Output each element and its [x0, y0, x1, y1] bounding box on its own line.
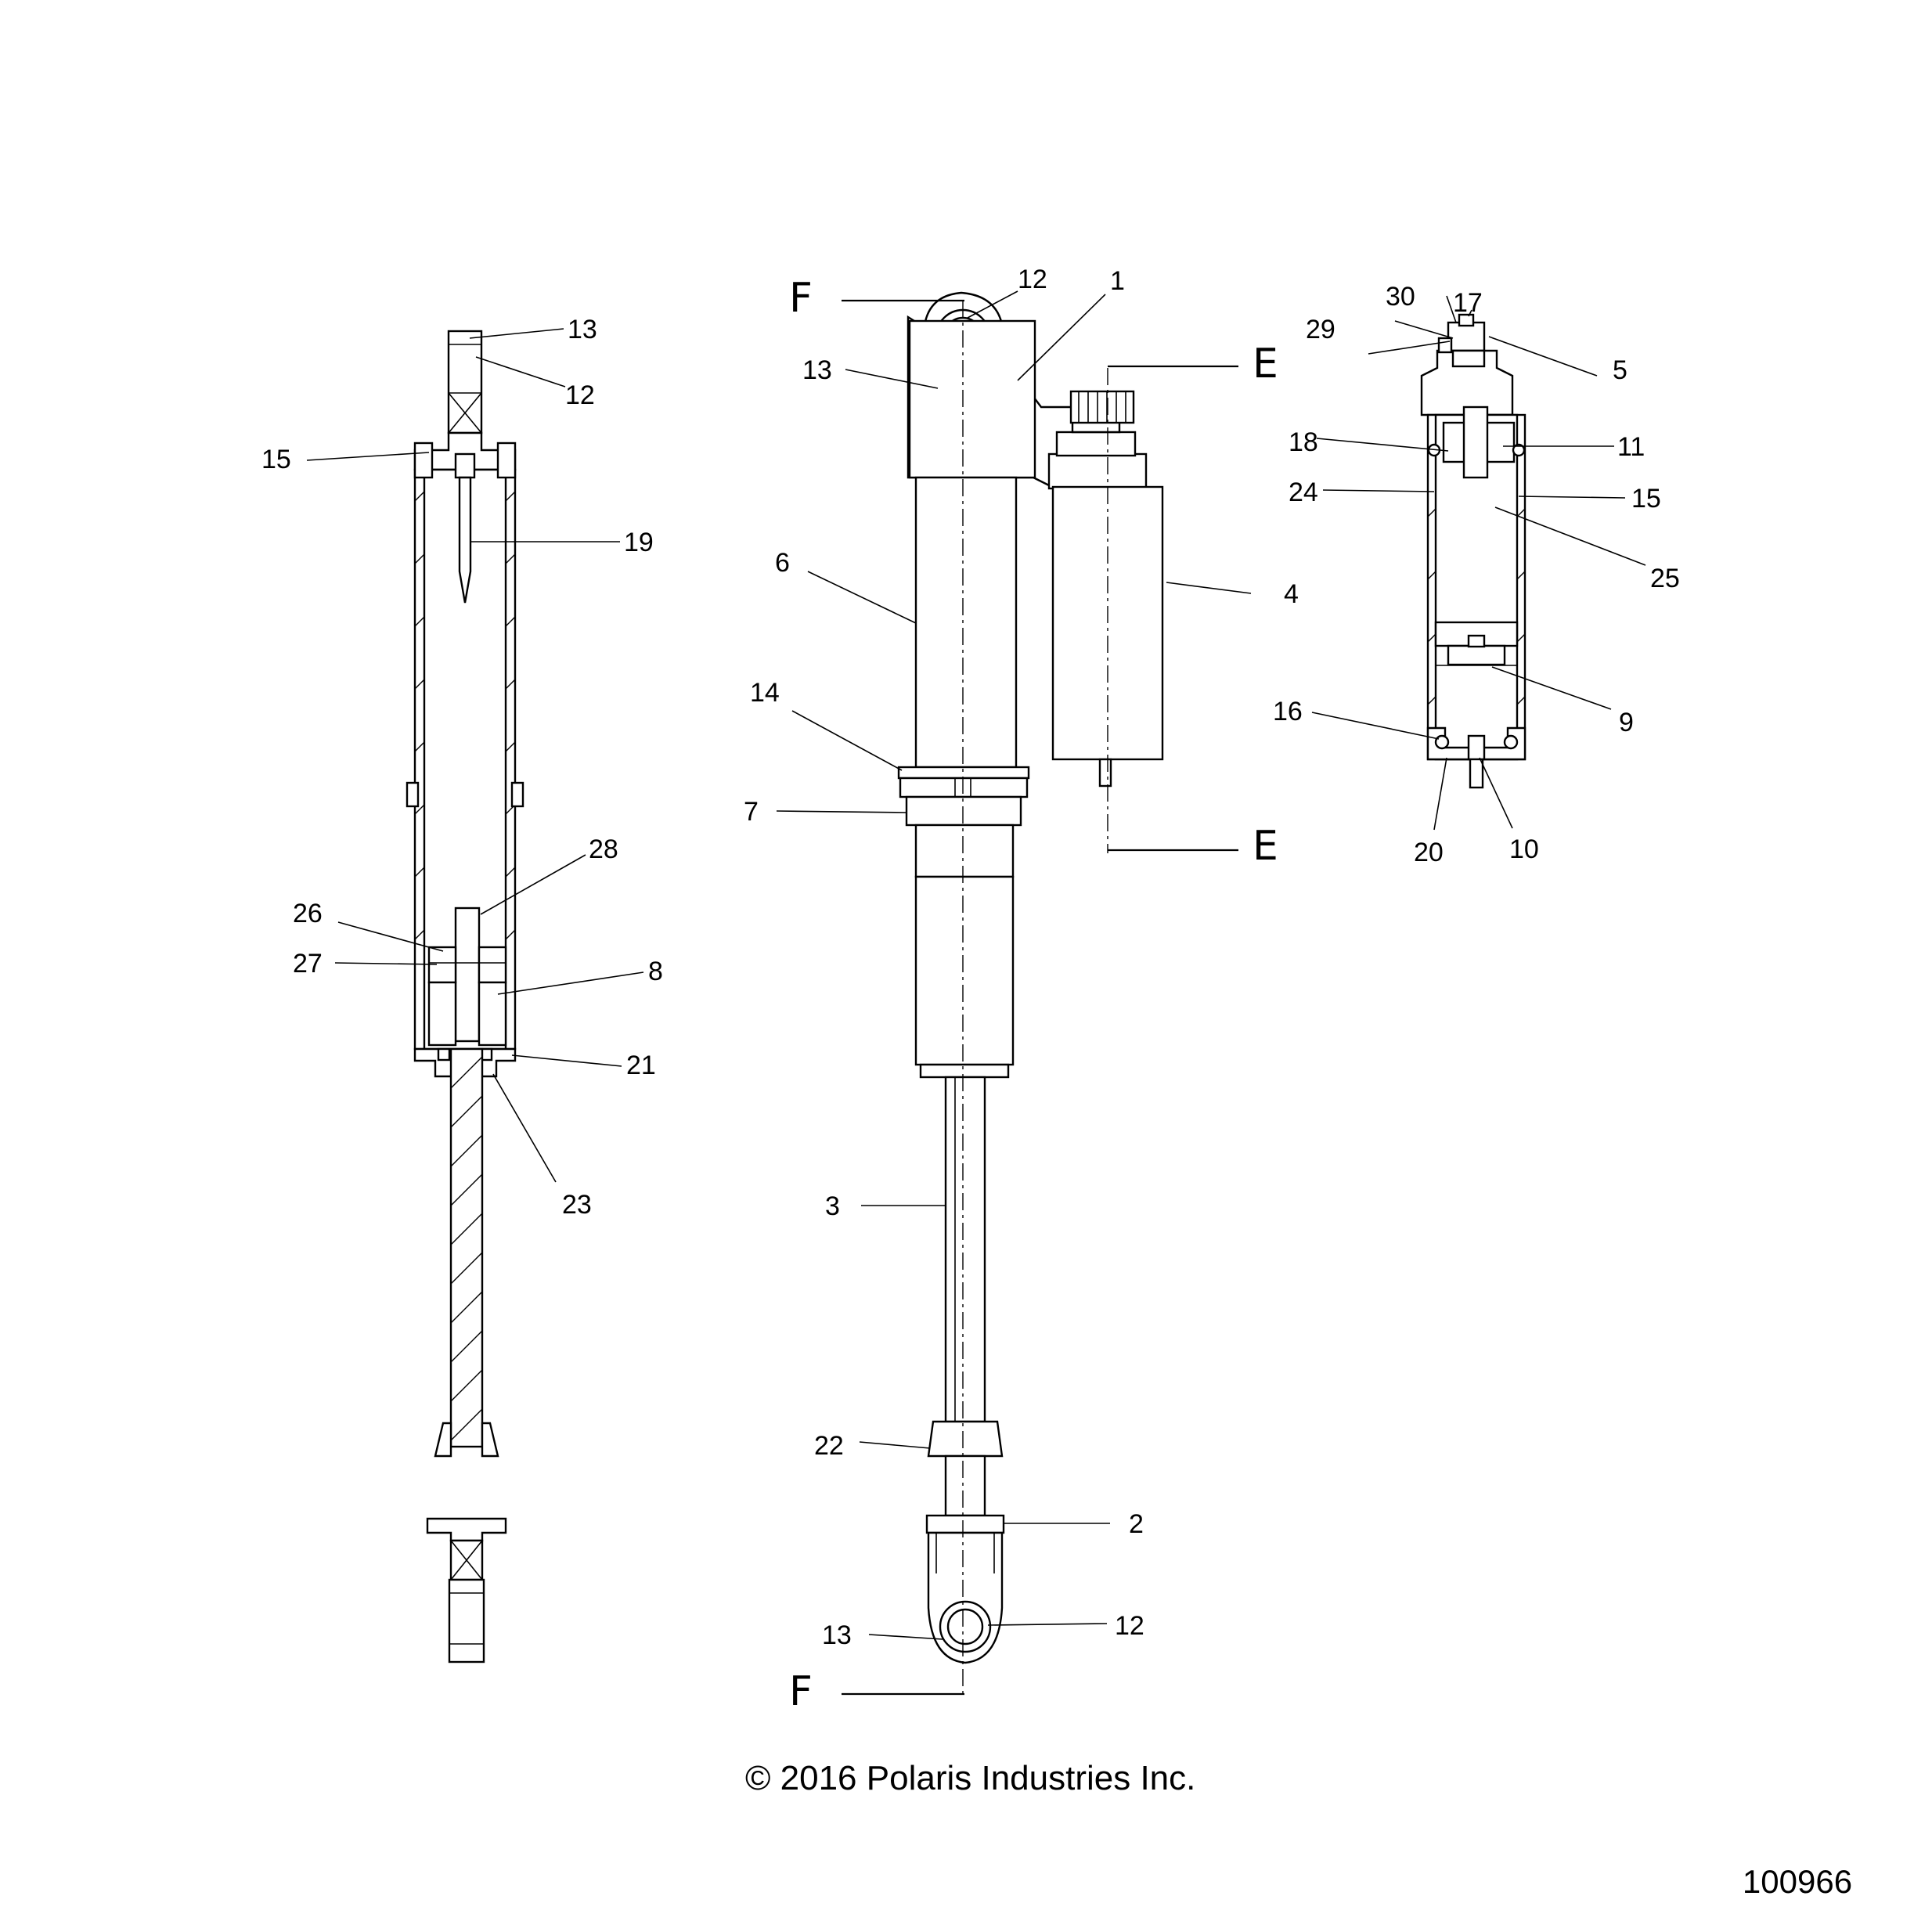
- callout-label: 12: [565, 380, 595, 410]
- callouts-left: 13 12 15 19 28 26 27 8 21 23: [261, 315, 663, 1220]
- callout-label: 15: [1631, 484, 1661, 514]
- callout-label: 14: [750, 678, 780, 708]
- callout-label: 7: [744, 797, 759, 827]
- callout-label: 24: [1289, 478, 1318, 507]
- section-markers: F F E E: [789, 275, 1278, 1715]
- callout-label: 15: [261, 445, 291, 474]
- callout-label: 8: [648, 957, 663, 986]
- callout-label: 13: [802, 355, 832, 385]
- callout-label: 21: [626, 1051, 656, 1080]
- callout-label: 29: [1306, 315, 1335, 344]
- callout-label: 4: [1284, 579, 1299, 609]
- section-letter-e-top: E: [1253, 341, 1278, 387]
- callout-label: 26: [293, 899, 323, 928]
- callout-label: 13: [568, 315, 597, 344]
- callout-label: 13: [822, 1620, 852, 1650]
- section-view-f-f: [406, 330, 524, 1663]
- section-letter-f-top: F: [789, 275, 813, 322]
- callouts-right: 30 17 29 5 18 11 24 15 25 9 16 20 10: [1273, 282, 1680, 867]
- section-letter-f-bottom: F: [789, 1668, 813, 1715]
- callout-label: 22: [814, 1431, 844, 1461]
- callout-label: 30: [1386, 282, 1415, 312]
- callout-label: 19: [624, 528, 654, 557]
- callout-label: 18: [1289, 427, 1318, 457]
- assembled-shock: [897, 291, 1164, 1694]
- section-letter-e-bottom: E: [1253, 823, 1278, 870]
- callout-label: 12: [1115, 1611, 1144, 1641]
- callout-label: 23: [562, 1190, 592, 1220]
- callout-label: 6: [775, 548, 790, 578]
- callout-label: 3: [825, 1191, 840, 1221]
- callout-label: 11: [1617, 432, 1645, 462]
- callout-label: 20: [1414, 838, 1444, 867]
- copyright-text: © 2016 Polaris Industries Inc.: [745, 1759, 1195, 1797]
- callouts-center: 12 1 13 6 4 14 7 3 22 2 13 12: [744, 265, 1299, 1650]
- callout-label: 10: [1509, 834, 1539, 864]
- callout-label: 28: [589, 834, 618, 864]
- callout-label: 5: [1613, 355, 1627, 385]
- leader-lines: [306, 290, 1646, 1640]
- callout-label: 1: [1110, 266, 1125, 296]
- callout-label: 12: [1018, 265, 1047, 294]
- callout-label: 17: [1453, 288, 1483, 318]
- callout-label: 2: [1129, 1509, 1144, 1539]
- section-view-e-e: [1420, 313, 1526, 789]
- callout-label: 25: [1650, 564, 1680, 593]
- callout-label: 27: [293, 949, 323, 979]
- document-number: 100966: [1743, 1863, 1852, 1900]
- callout-label: 16: [1273, 697, 1303, 726]
- callout-label: 9: [1619, 708, 1634, 737]
